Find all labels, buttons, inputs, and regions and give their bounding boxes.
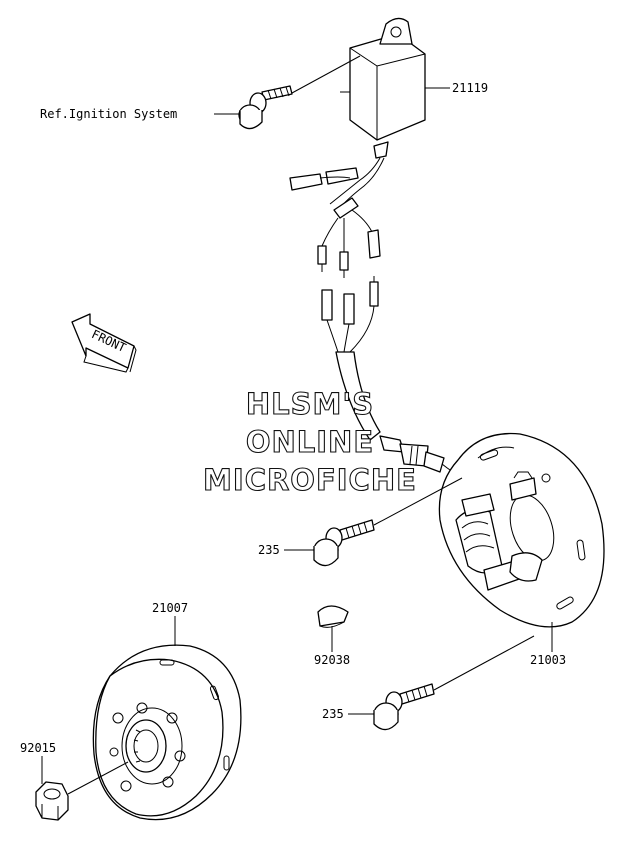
ignition-module <box>340 17 426 159</box>
watermark-line-3: MICROFICHE <box>203 463 417 497</box>
part-number-21007: 21007 <box>152 601 188 615</box>
leader-bolt <box>291 55 361 94</box>
part-number-21119: 21119 <box>452 81 488 95</box>
part-number-235-lower: 235 <box>322 707 344 721</box>
stator-plate <box>438 432 605 628</box>
stator-harness <box>321 276 461 477</box>
watermark-line-1: HLSM'S <box>246 387 374 421</box>
part-number-92038: 92038 <box>314 653 350 667</box>
leader-nut <box>67 761 129 795</box>
ignition-harness <box>289 157 385 278</box>
front-direction-arrow: FRONT <box>71 313 137 373</box>
woodruff-key <box>317 605 349 628</box>
watermark-line-2: ONLINE <box>246 425 374 459</box>
mount-bolt <box>238 85 293 130</box>
part-number-92015: 92015 <box>20 741 56 755</box>
flywheel-rotor <box>92 644 242 821</box>
ref-ignition-system-label: Ref.Ignition System <box>40 107 177 121</box>
part-number-21003: 21003 <box>530 653 566 667</box>
watermark: HLSM'S ONLINE MICROFICHE <box>203 386 417 497</box>
leader-bolt-upper <box>373 477 463 526</box>
flywheel-nut <box>35 781 69 821</box>
stator-bolt-lower <box>373 683 435 731</box>
leader-bolt-lower <box>433 635 535 691</box>
part-number-235-upper: 235 <box>258 543 280 557</box>
stator-bolt-upper <box>313 519 375 567</box>
